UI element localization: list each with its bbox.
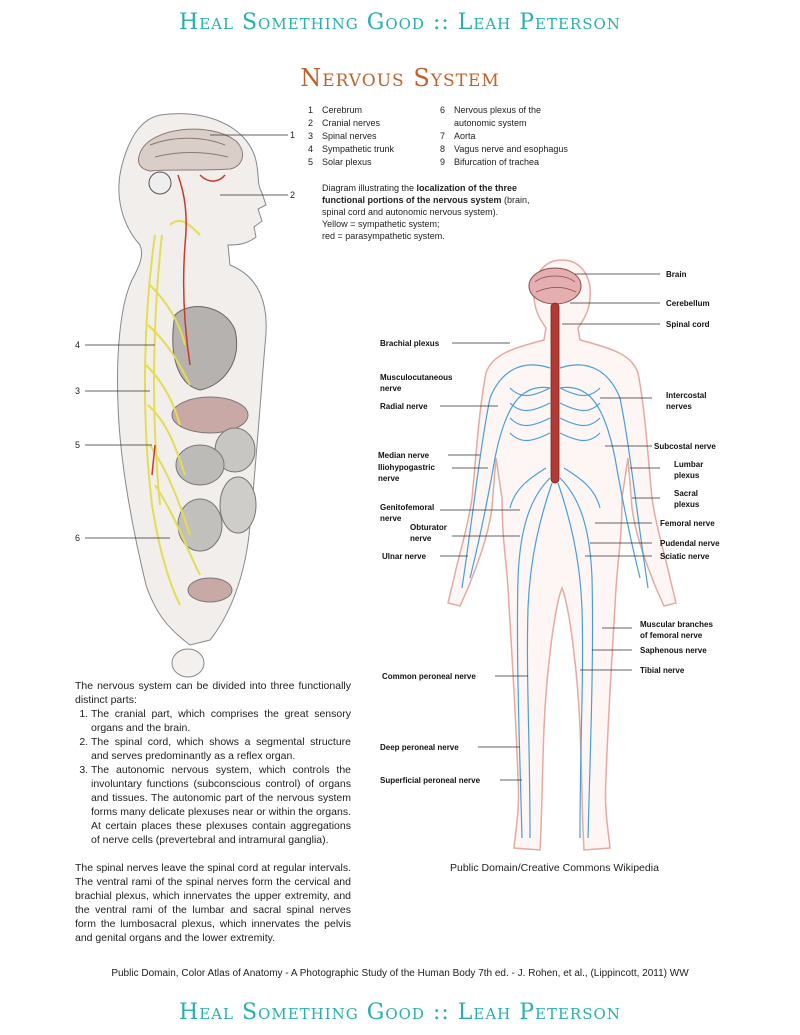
figure-caption: Diagram illustrating the localization of… — [322, 183, 530, 241]
label-lumbar-2: plexus — [674, 471, 700, 480]
label-pudendal: Pudendal nerve — [660, 539, 720, 548]
label-4: 4 — [75, 340, 80, 350]
sympathetic-nerves — [143, 219, 201, 606]
label-cerebellum: Cerebellum — [666, 299, 710, 308]
organs — [171, 306, 257, 603]
label-lumbar: Lumbar — [674, 460, 703, 469]
label-muscular-branches-2: of femoral nerve — [640, 631, 703, 640]
source-citation: Public Domain, Color Atlas of Anatomy - … — [111, 968, 689, 979]
label-sciatic: Sciatic nerve — [660, 552, 710, 561]
figure-credit: Public Domain/Creative Commons Wikipedia — [450, 862, 659, 874]
label-sacral-2: plexus — [674, 500, 700, 509]
label-genitofemoral: Genitofemoral — [380, 503, 434, 512]
body-text: The nervous system can be divided into t… — [75, 679, 351, 945]
label-brachial-plexus: Brachial plexus — [380, 339, 440, 348]
label-genitofemoral-2: nerve — [380, 514, 402, 523]
brain — [137, 128, 244, 195]
autonomic-system-illustration: 1 2 4 3 5 6 — [75, 113, 295, 678]
label-obturator: Obturator — [410, 523, 447, 532]
label-spinal-cord: Spinal cord — [666, 320, 710, 329]
body-silhouette — [447, 259, 677, 851]
label-subcostal: Subcostal nerve — [654, 442, 716, 451]
label-median: Median nerve — [378, 451, 430, 460]
leader-lines — [85, 134, 288, 539]
label-6: 6 — [75, 533, 80, 543]
label-deep-peroneal: Deep peroneal nerve — [380, 743, 459, 752]
label-musculocutaneous: Musculocutaneous — [380, 373, 453, 382]
page-title: Nervous System — [300, 64, 500, 92]
label-3: 3 — [75, 386, 80, 396]
peripheral-nerves — [461, 364, 649, 839]
label-superficial-peroneal: Superficial peroneal nerve — [380, 776, 481, 785]
top-banner: Heal Something Good :: Leah Peterson — [179, 10, 621, 35]
label-musculocutaneous-2: nerve — [380, 384, 402, 393]
label-saphenous: Saphenous nerve — [640, 646, 707, 655]
intro-paragraph: The nervous system can be divided into t… — [75, 680, 351, 706]
list-item: The cranial part, which comprises the gr… — [91, 707, 351, 735]
label-muscular-branches: Muscular branches — [640, 620, 713, 629]
label-common-peroneal: Common peroneal nerve — [382, 672, 476, 681]
label-ulnar: Ulnar nerve — [382, 552, 427, 561]
list-item: The autonomic nervous system, which cont… — [91, 763, 351, 847]
label-iliohypogastric-2: nerve — [378, 474, 400, 483]
label-intercostal-2: nerves — [666, 402, 692, 411]
leader-lines — [440, 273, 660, 781]
bottom-banner: Heal Something Good :: Leah Peterson — [179, 1000, 621, 1025]
legend-item-continued: autonomic system — [454, 118, 527, 128]
label-tibial: Tibial nerve — [640, 666, 685, 675]
label-radial: Radial nerve — [380, 402, 428, 411]
label-femoral: Femoral nerve — [660, 519, 715, 528]
label-sacral: Sacral — [674, 489, 698, 498]
label-1: 1 — [290, 130, 295, 140]
label-5: 5 — [75, 440, 80, 450]
label-obturator-2: nerve — [410, 534, 432, 543]
label-intercostal: Intercostal — [666, 391, 706, 400]
parasympathetic-nerves — [151, 174, 226, 476]
label-brain: Brain — [666, 270, 687, 279]
label-2: 2 — [290, 190, 295, 200]
spinal-nerves-paragraph: The spinal nerves leave the spinal cord … — [75, 862, 351, 944]
peripheral-nervous-system-illustration: Brain Cerebellum Spinal cord Intercostal… — [378, 259, 720, 851]
spinal-cord — [550, 302, 560, 484]
list-item: The spinal cord, which shows a segmental… — [91, 735, 351, 763]
parts-list: The cranial part, which comprises the gr… — [75, 707, 351, 847]
brain — [528, 267, 582, 305]
label-iliohypogastric: Iliohypogastric — [378, 463, 435, 472]
